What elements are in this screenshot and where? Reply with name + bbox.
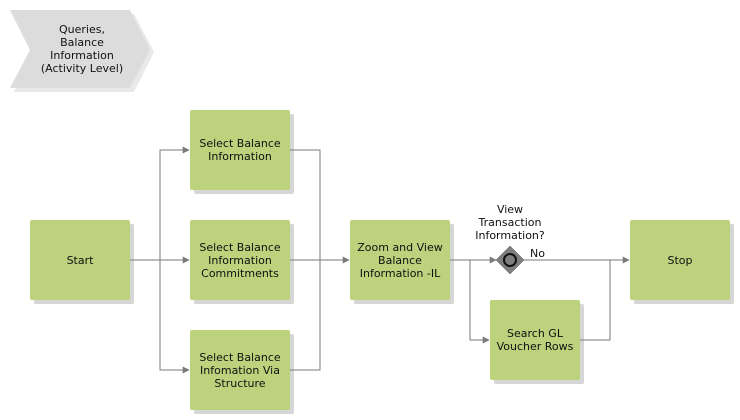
decision-question-label: View Transaction Information? (475, 203, 545, 242)
node-select-balance-via-structure[interactable]: Select Balance Infomation Via Structure (190, 330, 290, 410)
connector-search-to-stop (580, 260, 611, 341)
decision-gateway-inner-circle (503, 253, 517, 267)
connectors (130, 146, 630, 374)
node-start[interactable]: Start (30, 220, 130, 300)
node-stop[interactable]: Stop (630, 220, 730, 300)
connector-decision-to-search (469, 259, 496, 344)
node-zoom-view-balance[interactable]: Zoom and View Balance Information -IL (350, 220, 450, 300)
connector-to-select-balance (159, 146, 190, 260)
node-select-balance-commitments[interactable]: Select Balance Information Commitments (190, 220, 290, 300)
node-select-balance-information[interactable]: Select Balance Information (190, 110, 290, 190)
header-chevron (10, 10, 150, 88)
node-search-gl-voucher-rows[interactable]: Search GL Voucher Rows (490, 300, 580, 380)
decision-no-label: No (530, 247, 545, 260)
process-title: Queries, Balance Information (Activity L… (40, 23, 124, 75)
connector-from-select-balance (290, 149, 321, 260)
connector-from-select-structure (290, 260, 321, 371)
connector-to-select-structure (159, 260, 190, 374)
